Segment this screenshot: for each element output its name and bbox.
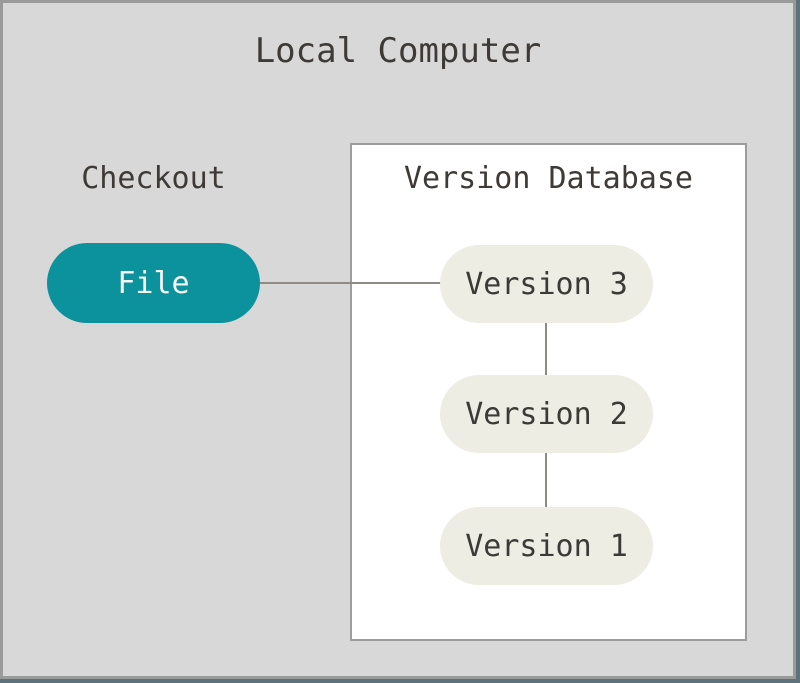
version-node-3-label: Version 3 — [465, 266, 628, 302]
version-node-1: Version 1 — [440, 507, 653, 585]
file-node-label: File — [117, 265, 190, 301]
version-database-title: Version Database — [404, 161, 693, 196]
checkout-label: Checkout — [81, 161, 226, 196]
version-node-1-label: Version 1 — [465, 528, 628, 564]
file-node: File — [47, 243, 260, 323]
local-computer-title: Local Computer — [254, 31, 542, 71]
version-node-2: Version 2 — [440, 375, 653, 453]
version-node-2-label: Version 2 — [465, 396, 628, 432]
version-node-3: Version 3 — [440, 245, 653, 323]
connector-version3-to-version2 — [545, 321, 547, 377]
connector-file-to-version3 — [258, 282, 442, 284]
connector-version2-to-version1 — [545, 451, 547, 509]
